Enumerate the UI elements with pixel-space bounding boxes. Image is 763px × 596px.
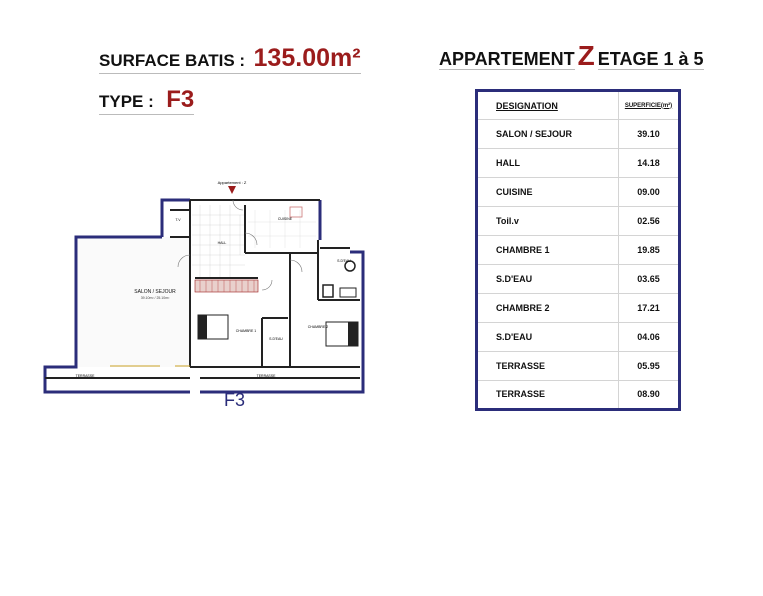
room-name: TERRASSE xyxy=(478,351,619,381)
cuisine-label: CUISINE xyxy=(278,217,293,221)
table-header: DESIGNATION SUPERFICIE(m²) xyxy=(478,92,678,121)
room-name: CHAMBRE 2 xyxy=(478,293,619,323)
designation-header: DESIGNATION xyxy=(478,92,619,121)
salon-label: SALON / SEJOUR xyxy=(134,289,176,295)
entry-label: Appartement : Z xyxy=(218,180,247,185)
room-name: S.D'EAU xyxy=(478,322,619,352)
sde2-label: S.D'EAU xyxy=(337,259,351,263)
apartment-letter: Z xyxy=(577,40,595,71)
sde1-label: S.D'EAU xyxy=(269,337,283,341)
bed-2-headboard xyxy=(348,322,358,346)
chambre1-label: CHAMBRE 1 xyxy=(236,329,256,333)
kitchen-tiles xyxy=(248,210,316,248)
exterior-walls xyxy=(43,198,365,394)
plan-caption: F3 xyxy=(224,390,246,410)
floor-plan: Appartement : Z SALON / SEJOUR 39.10m² /… xyxy=(43,180,365,394)
room-area: 39.10 xyxy=(618,119,678,150)
superficie-header: SUPERFICIE(m²) xyxy=(618,92,678,121)
surface-value: 135.00m² xyxy=(253,44,361,72)
room-name: TERRASSE xyxy=(478,380,619,408)
chambre2-label: CHAMBRE 2 xyxy=(308,325,328,329)
room-area: 08.90 xyxy=(637,389,660,400)
room-area: 09.00 xyxy=(618,177,678,207)
shower-icon xyxy=(339,287,357,298)
room-area: 05.95 xyxy=(618,351,678,381)
type-heading: TYPE : F3 xyxy=(99,86,195,115)
room-name: CUISINE xyxy=(478,177,619,207)
terrasse1-label: TERRASSE xyxy=(76,374,96,378)
salon-floor xyxy=(78,237,190,367)
surface-label: SURFACE BATIS : xyxy=(99,51,246,70)
type-label: TYPE : xyxy=(99,92,154,111)
table-row: TERRASSE 08.90 xyxy=(478,380,678,408)
room-area: 17.21 xyxy=(618,293,678,323)
apartment-label: APPARTEMENT xyxy=(439,49,575,70)
room-area: 14.18 xyxy=(618,148,678,179)
toilv-label: T.V xyxy=(175,218,181,222)
room-area: 02.56 xyxy=(618,206,678,236)
sink-icon xyxy=(289,206,303,218)
bed-1-headboard xyxy=(198,315,207,339)
room-name: Toil.v xyxy=(478,206,619,236)
room-name: SALON / SEJOUR xyxy=(478,119,619,150)
area-table: DESIGNATION SUPERFICIE(m²) SALON / SEJOU… xyxy=(475,89,681,411)
stair-hatch xyxy=(199,280,255,292)
room-name: CHAMBRE 1 xyxy=(478,235,619,265)
washbasin-icon xyxy=(344,260,356,272)
room-area: 03.65 xyxy=(618,264,678,294)
hall-label: HALL xyxy=(218,241,227,245)
surface-heading: SURFACE BATIS : 135.00m² xyxy=(99,44,361,74)
type-value: F3 xyxy=(166,86,195,113)
door-swings xyxy=(177,199,303,291)
entry-marker-icon xyxy=(228,186,236,194)
floor-label: ETAGE 1 à 5 xyxy=(597,49,704,70)
toilet-icon xyxy=(322,284,334,298)
room-area: 04.06 xyxy=(618,322,678,352)
hall-tiles xyxy=(192,205,245,278)
room-name: HALL xyxy=(478,148,619,179)
room-area: 19.85 xyxy=(618,235,678,265)
terrasse2-label: TERRASSE xyxy=(257,374,277,378)
salon-area: 39.10m² / 25.10m² xyxy=(141,296,170,300)
room-name: S.D'EAU xyxy=(478,264,619,294)
interior-walls xyxy=(45,199,360,379)
stair-block xyxy=(194,279,259,293)
